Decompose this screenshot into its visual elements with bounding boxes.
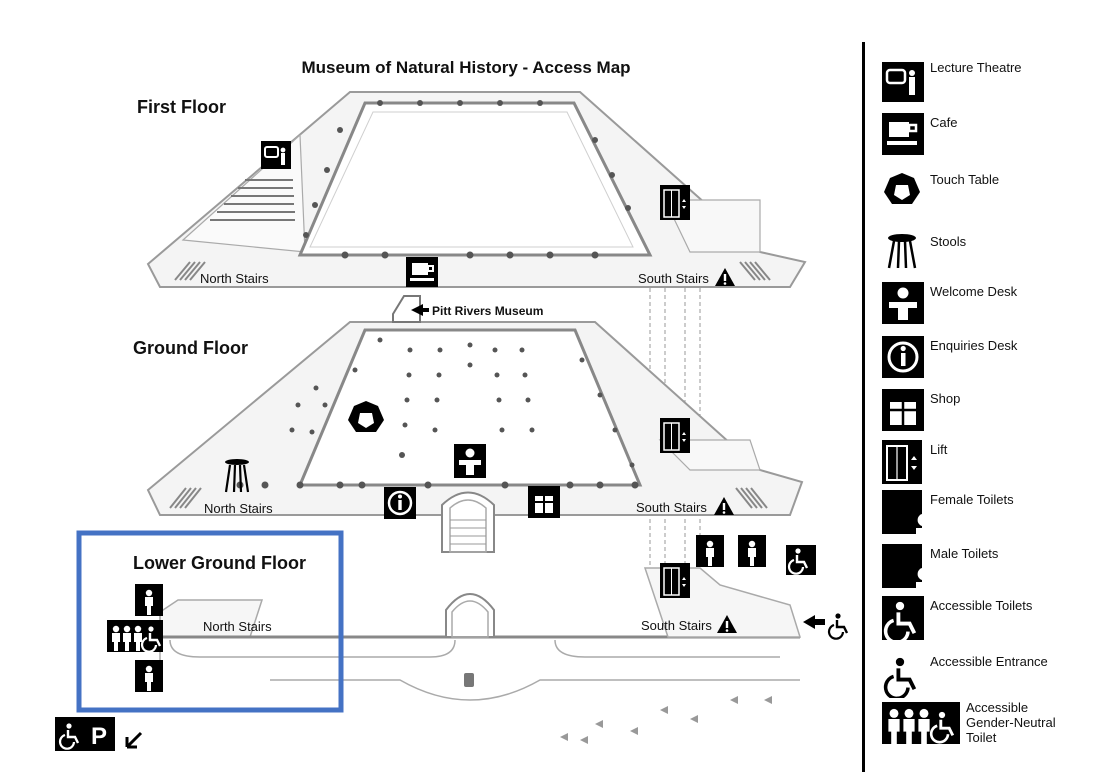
legend-label: Male Toilets	[930, 546, 999, 561]
bin-icon	[464, 673, 474, 687]
lower-entrance-arch	[445, 593, 495, 638]
warning-icon	[715, 268, 735, 286]
welcome-desk-icon	[882, 282, 924, 324]
lift-icon	[882, 440, 922, 484]
legend-label-line: Gender-Neutral	[966, 715, 1056, 730]
arrow-down-left-icon	[125, 731, 143, 749]
legend-label: Enquiries Desk	[930, 338, 1018, 353]
path-arrows	[560, 696, 772, 744]
legend-label: Accessible Toilets	[930, 598, 1033, 613]
legend-item-cafe: Cafe	[878, 113, 1108, 161]
accessible-entrance-icon	[827, 612, 849, 640]
shop-icon	[528, 486, 560, 518]
warning-icon	[714, 497, 734, 515]
first-floor-steps	[210, 179, 295, 221]
legend-item-enquiries-desk: Enquiries Desk	[878, 336, 1108, 384]
legend-label: Lecture Theatre	[930, 60, 1022, 75]
legend-label: Accessible Gender-Neutral Toilet	[966, 700, 1056, 745]
north-stairs-ground-label: North Stairs	[204, 501, 273, 516]
lecture-theatre-icon	[882, 62, 924, 102]
ground-floor-label: Ground Floor	[133, 338, 248, 358]
legend-item-accessible-entrance: Accessible Entrance	[878, 652, 1108, 700]
main-entrance-arch	[441, 491, 495, 553]
legend-divider	[862, 42, 865, 772]
legend-item-female-toilets: Female Toilets	[878, 490, 1108, 538]
legend-label: Stools	[930, 234, 967, 249]
welcome-desk-icon	[454, 444, 486, 478]
legend-item-gender-neutral-toilet: Accessible Gender-Neutral Toilet	[878, 698, 1108, 758]
touch-table-icon	[884, 173, 920, 204]
touch-table-icon	[348, 401, 384, 432]
female-toilets-icon	[135, 660, 163, 692]
male-toilets-icon	[135, 584, 163, 616]
south-stairs-first-label: South Stairs	[638, 271, 709, 286]
male-toilets-icon	[882, 544, 924, 590]
first-floor-label: First Floor	[137, 97, 226, 117]
legend-label: Accessible Entrance	[930, 654, 1048, 669]
lift-icon	[660, 563, 690, 598]
enquiries-desk-icon	[384, 487, 416, 519]
north-stairs-lower-label: North Stairs	[203, 619, 272, 634]
legend-item-stools: Stools	[878, 232, 1108, 280]
accessible-toilets-icon	[786, 545, 816, 575]
cafe-icon	[406, 257, 438, 287]
female-toilets-icon	[696, 535, 724, 567]
south-stairs-ground-label: South Stairs	[636, 500, 707, 515]
first-floor	[146, 91, 807, 288]
lower-ground-floor-label: Lower Ground Floor	[133, 553, 306, 573]
legend-item-touch-table: Touch Table	[878, 170, 1108, 218]
gender-neutral-toilet-icon	[882, 702, 960, 745]
female-toilets-icon	[882, 490, 924, 536]
legend-label: Welcome Desk	[930, 284, 1018, 299]
stools-icon	[224, 459, 250, 493]
warning-icon	[717, 615, 737, 633]
legend-item-shop: Shop	[878, 389, 1108, 437]
pitt-rivers-label: Pitt Rivers Museum	[432, 304, 543, 318]
legend-label-line: Accessible	[966, 700, 1029, 715]
lift-icon	[660, 418, 690, 453]
legend-label: Shop	[930, 391, 961, 406]
legend-label-line: Toilet	[966, 730, 997, 745]
svg-text:P: P	[91, 723, 107, 750]
legend-label: Female Toilets	[930, 492, 1014, 507]
male-toilets-icon	[738, 535, 766, 567]
accessible-toilets-icon	[882, 596, 924, 642]
shop-icon	[882, 389, 924, 431]
ground-floor	[146, 295, 804, 553]
highlight-box	[76, 530, 344, 713]
legend-label: Touch Table	[930, 172, 1000, 187]
lower-ground-floor	[159, 567, 802, 744]
accessible-parking-icon: P	[55, 717, 115, 751]
first-floor-cases	[303, 100, 631, 259]
arrow-left-icon	[411, 304, 429, 316]
accessible-entrance-icon	[883, 655, 917, 698]
north-stairs-first-label: North Stairs	[200, 271, 269, 286]
south-stairs-lower-label: South Stairs	[641, 618, 712, 633]
legend-item-welcome-desk: Welcome Desk	[878, 282, 1108, 330]
arrow-left-icon	[803, 615, 825, 629]
lift-icon	[660, 185, 690, 220]
stools-icon	[887, 234, 917, 269]
cafe-icon	[882, 113, 924, 155]
legend-label: Cafe	[930, 115, 958, 130]
legend-item-accessible-toilets: Accessible Toilets	[878, 596, 1108, 644]
legend-item-male-toilets: Male Toilets	[878, 544, 1108, 592]
gender-neutral-toilet-icon	[107, 620, 163, 653]
legend-item-lift: Lift	[878, 440, 1108, 488]
map-title: Museum of Natural History - Access Map	[301, 58, 630, 77]
ground-floor-cases	[236, 337, 639, 489]
access-map: Museum of Natural History - Access Map F…	[55, 58, 849, 751]
legend-label: Lift	[930, 442, 948, 457]
legend-item-lecture-theatre: Lecture Theatre	[878, 58, 1108, 106]
enquiries-desk-icon	[882, 336, 924, 378]
lecture-theatre-icon	[261, 141, 291, 169]
